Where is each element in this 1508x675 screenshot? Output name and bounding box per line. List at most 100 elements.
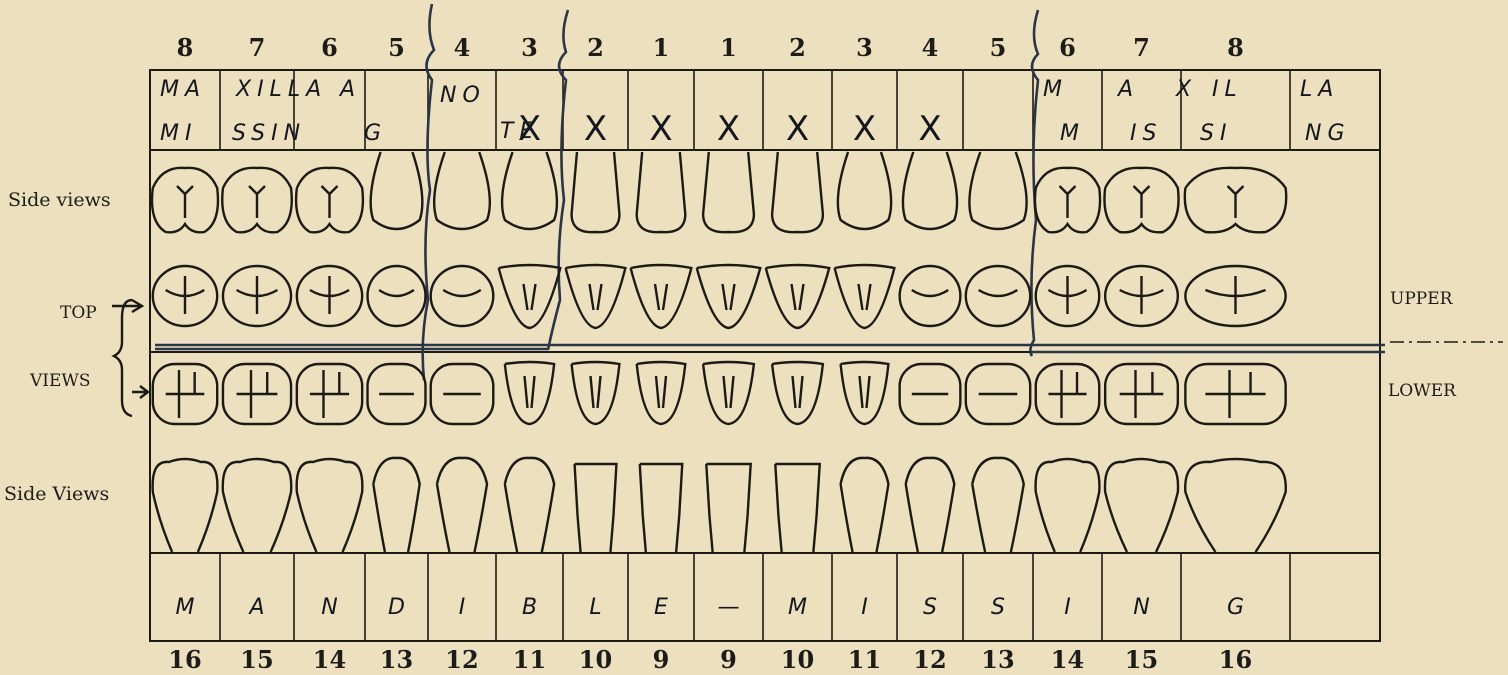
upper-molar-groove	[177, 186, 193, 218]
upper-side-tooth	[637, 152, 686, 232]
lower-note-letter: S	[923, 595, 937, 620]
upper-side-tooth	[502, 152, 557, 229]
upper-top-incisor	[631, 265, 692, 328]
upper-side-tooth	[572, 152, 620, 232]
lower-occlusal-groove	[1120, 370, 1164, 418]
upper-tooth-number: 5	[990, 33, 1007, 62]
upper-top-incisor	[566, 265, 626, 328]
upper-note-text: SI	[1200, 121, 1232, 146]
views-arrow	[132, 386, 148, 398]
upper-tooth-number: 1	[720, 33, 737, 62]
lower-incisor-ridge	[525, 376, 535, 408]
views-brace	[114, 300, 132, 416]
missing-x-mark: X	[717, 109, 740, 149]
lower-note-letter: —	[718, 595, 740, 620]
upper-top-incisor	[835, 265, 895, 328]
lower-note-letter: N	[321, 595, 337, 620]
lower-occlusal-groove	[1048, 370, 1086, 418]
lower-side-tooth	[972, 458, 1024, 552]
upper-tooth-number: 7	[1133, 33, 1150, 62]
lower-side-tooth	[437, 458, 487, 552]
upper-note-text: G	[364, 121, 387, 146]
lower-tooth-number: 9	[720, 645, 737, 674]
upper-tooth-number: 8	[177, 33, 194, 62]
upper-label: UPPER	[1390, 289, 1454, 309]
upper-occlusal-groove	[310, 276, 349, 314]
upper-top-incisor	[766, 265, 829, 328]
lower-tooth-number: 11	[513, 645, 546, 674]
lower-incisor-ridge	[724, 376, 734, 408]
upper-side-tooth	[434, 152, 490, 229]
lower-occlusal-groove	[1205, 370, 1265, 418]
lower-tooth-number: 12	[445, 645, 478, 674]
lower-note-letter: L	[589, 595, 601, 620]
upper-occlusal-groove	[1048, 276, 1086, 314]
lower-note-letter: I	[1064, 595, 1071, 620]
missing-x-mark: X	[853, 109, 876, 149]
lower-note-letter: B	[522, 595, 537, 620]
upper-side-tooth	[371, 152, 423, 229]
upper-tooth-number: 6	[321, 33, 338, 62]
upper-tooth-number: 7	[249, 33, 266, 62]
lower-top-incisor	[637, 362, 686, 424]
lower-note-letter: M	[176, 595, 195, 620]
lower-side-tooth	[297, 459, 363, 552]
lower-side-tooth	[706, 464, 750, 552]
upper-note-text: XILLA	[235, 77, 327, 102]
upper-tooth-number: 2	[789, 33, 806, 62]
lower-top-incisor	[703, 362, 754, 424]
missing-x-mark: X	[918, 109, 941, 149]
lower-note-letter: A	[247, 595, 264, 620]
lower-incisor-ridge	[656, 376, 666, 408]
lower-note-letter: I	[861, 595, 868, 620]
upper-incisor-ridge	[655, 284, 667, 310]
lower-tooth-number: 14	[313, 645, 346, 674]
upper-incisor-ridge	[859, 284, 871, 310]
upper-tooth-number: 5	[388, 33, 405, 62]
lower-occlusal-groove	[310, 370, 349, 418]
upper-molar-groove	[1134, 186, 1150, 218]
upper-tooth-number: 3	[856, 33, 873, 62]
upper-note-text: MA	[160, 77, 206, 102]
views-label: VIEWS	[29, 371, 91, 391]
chart-grid	[150, 4, 1385, 641]
lower-incisor-ridge	[860, 376, 870, 408]
lower-tooth-number: 11	[848, 645, 881, 674]
lower-note-letter: M	[788, 595, 807, 620]
lower-note-letter: S	[991, 595, 1005, 620]
lower-tooth-number: 13	[981, 645, 1014, 674]
missing-x-mark: X	[518, 109, 541, 149]
lower-tooth-number: 10	[781, 645, 814, 674]
upper-note-text: SSIN	[232, 121, 306, 146]
upper-top-incisor	[499, 265, 561, 328]
upper-note-text: M	[1060, 121, 1085, 146]
lower-label: LOWER	[1388, 381, 1457, 401]
lower-tooth-number: 14	[1051, 645, 1084, 674]
missing-x-mark: X	[584, 109, 607, 149]
upper-side-tooth	[838, 152, 891, 229]
upper-occlusal-groove	[237, 276, 278, 314]
upper-side-tooth	[772, 152, 823, 232]
lower-top-incisor	[572, 362, 620, 424]
lower-top-incisor	[841, 362, 889, 424]
upper-note-text: LA	[1300, 77, 1339, 102]
lower-tooth-number: 16	[1219, 645, 1252, 674]
upper-tooth-number: 8	[1227, 33, 1244, 62]
upper-note-text: X	[1175, 77, 1197, 102]
lower-side-tooth	[1185, 459, 1286, 552]
upper-tooth-number: 1	[653, 33, 670, 62]
upper-occlusal-groove	[912, 290, 948, 296]
upper-top-incisor	[697, 265, 760, 328]
lower-note-letter: E	[654, 595, 668, 620]
lower-side-tooth	[841, 458, 889, 552]
side-views-upper-label: Side views	[8, 189, 111, 211]
upper-note-text: NO	[440, 83, 486, 108]
upper-tooth-number: 2	[587, 33, 604, 62]
lower-occlusal-groove	[237, 370, 278, 418]
lower-side-tooth	[153, 459, 218, 552]
lower-side-tooth	[640, 464, 683, 552]
upper-side-tooth	[903, 152, 957, 229]
lower-side-tooth	[1036, 459, 1100, 552]
upper-tooth-number: 4	[922, 33, 939, 62]
